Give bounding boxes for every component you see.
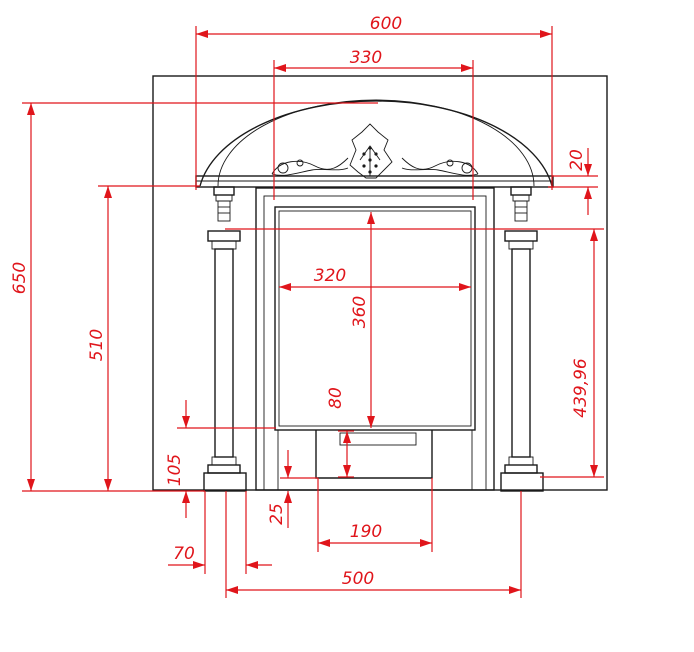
- left-column: [203, 186, 247, 492]
- hearth: [315, 430, 433, 479]
- dim-opening-width: 320: [314, 266, 346, 286]
- hearth-slot: [339, 432, 417, 446]
- dim-overall-width: 600: [370, 14, 402, 34]
- dim-opening-height: 360: [350, 296, 370, 328]
- dim-hearth-width: 190: [350, 522, 382, 542]
- inner-frame-inset: [263, 195, 487, 491]
- dim-cornice-height: 20: [567, 149, 587, 171]
- firebox-opening-inner: [278, 210, 472, 427]
- arch-inner: [217, 99, 535, 187]
- dim-step-height: 25: [267, 503, 287, 525]
- arch-outer: [199, 100, 553, 187]
- dimension-layer: 600 330 650 510 20 439,96 320 360: [10, 14, 604, 598]
- right-column: [500, 186, 544, 492]
- dim-hearth-height: 80: [326, 387, 346, 409]
- firebox-opening: [274, 206, 476, 431]
- fireplace-outline: [152, 75, 608, 492]
- dim-column-spacing: 500: [342, 569, 374, 589]
- dim-column-height: 510: [87, 329, 107, 361]
- dim-overall-height: 650: [10, 262, 30, 294]
- dim-plinth-width: 70: [173, 544, 195, 564]
- ornament-scroll: [271, 123, 479, 179]
- dim-shaft-height: 439,96: [571, 358, 591, 418]
- dim-arch-inner-width: 330: [350, 48, 382, 68]
- dim-base-height: 105: [165, 454, 185, 486]
